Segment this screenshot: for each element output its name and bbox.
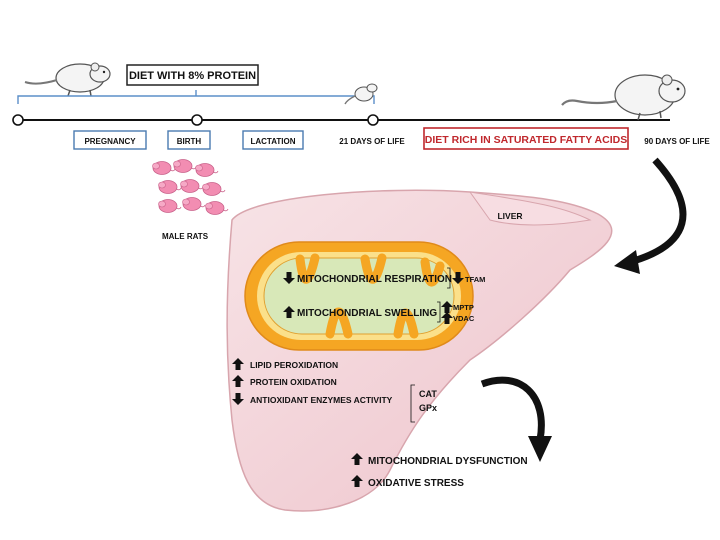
fatty-diet-box bbox=[423, 127, 629, 150]
respiration-label: MITOCHONDRIAL RESPIRATION bbox=[297, 274, 452, 285]
swelling-bracket bbox=[437, 301, 441, 323]
lipid-peroxidation-label: LIPID PEROXIDATION bbox=[250, 360, 338, 370]
stage-label-birth: BIRTH bbox=[177, 137, 202, 146]
curved-arrow-to-liver bbox=[614, 157, 687, 274]
diet-period-bracket bbox=[17, 90, 375, 104]
mptp-label: MPTP bbox=[453, 303, 474, 312]
day90-label: 90 DAYS OF LIFE bbox=[644, 137, 710, 146]
enzyme-bracket bbox=[410, 384, 415, 423]
diet-protein-box bbox=[126, 64, 259, 86]
oxidative-stress-label: OXIDATIVE STRESS bbox=[368, 478, 464, 489]
mitochondrion bbox=[244, 241, 474, 351]
respiration-bracket bbox=[447, 267, 451, 289]
tfam-label: TFAM bbox=[465, 275, 485, 284]
liver-right-lobe bbox=[468, 191, 592, 226]
timeline-node-birth bbox=[191, 114, 203, 126]
cat-label: CAT bbox=[419, 389, 437, 399]
adult-rat-large-icon bbox=[561, 74, 686, 121]
stage-box-birth bbox=[167, 130, 211, 150]
dysfunction-label: MITOCHONDRIAL DYSFUNCTION bbox=[368, 456, 528, 467]
timeline-node-start bbox=[12, 114, 24, 126]
fatty-diet-label: DIET RICH IN SATURATED FATTY ACIDS bbox=[425, 134, 627, 146]
protein-oxidation-label: PROTEIN OXIDATION bbox=[250, 377, 337, 387]
liver-label: LIVER bbox=[497, 211, 522, 221]
young-rat-icon bbox=[344, 83, 378, 105]
day21-label: 21 DAYS OF LIFE bbox=[339, 137, 405, 146]
male-rat-pups-icon bbox=[152, 159, 229, 215]
adult-rat-icon bbox=[24, 62, 111, 97]
antioxidant-label: ANTIOXIDANT ENZYMES ACTIVITY bbox=[250, 395, 393, 405]
stage-label-pregnancy: PREGNANCY bbox=[84, 137, 136, 146]
curved-arrow-to-outcomes bbox=[480, 376, 552, 462]
vdac-label: VDAC bbox=[453, 314, 475, 323]
stage-box-lactation bbox=[242, 130, 304, 150]
stage-box-pregnancy bbox=[73, 130, 147, 150]
diet-protein-label: DIET WITH 8% PROTEIN bbox=[129, 70, 256, 82]
swelling-label: MITOCHONDRIAL SWELLING bbox=[297, 308, 437, 319]
pups-label: MALE RATS bbox=[162, 232, 209, 241]
gpx-label: GPx bbox=[419, 403, 437, 413]
stage-label-lactation: LACTATION bbox=[250, 137, 295, 146]
timeline-node-day21 bbox=[367, 114, 379, 126]
